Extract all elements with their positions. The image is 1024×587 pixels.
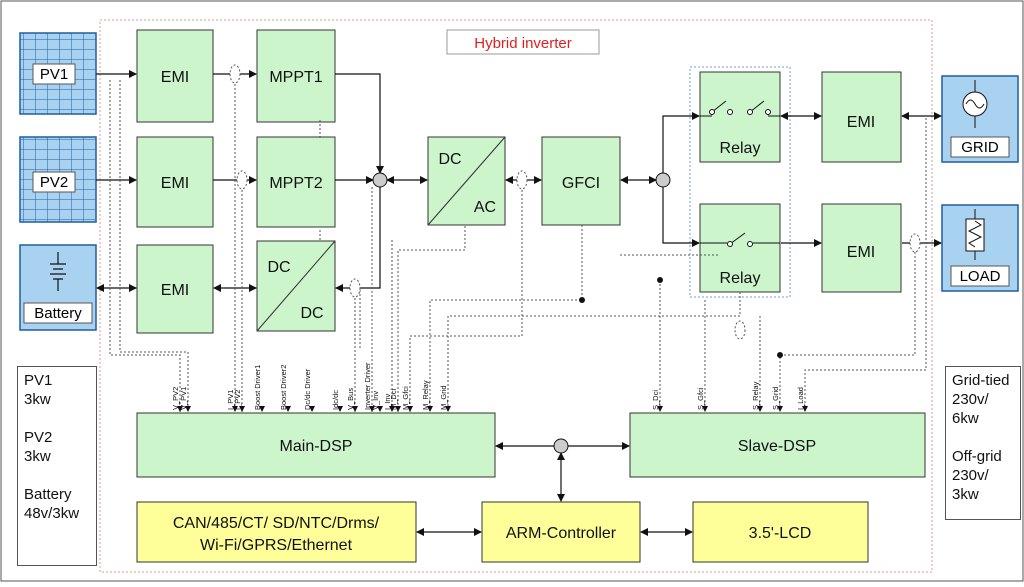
battery-icon — [50, 252, 66, 291]
main-dsp-signal-label: Inverter Driver — [363, 362, 372, 410]
main-dsp-block — [136, 412, 496, 478]
load-source: LOAD — [941, 204, 1019, 292]
slave-dsp-signal-label: I_Load — [796, 387, 805, 410]
dc-bus-junction — [372, 172, 388, 188]
main-dsp-signal-label: I_PV2 — [233, 390, 242, 410]
dcac-top-label: DC — [438, 151, 461, 168]
pv2-panel: PV2 — [19, 136, 97, 223]
emi-grid-label: EMI — [847, 114, 875, 131]
output-spec-box: Grid-tied 230v/ 6kw Off-grid 230v/ 3kw — [945, 366, 1021, 520]
emi-pv1-block — [136, 29, 214, 123]
title-box — [446, 29, 600, 55]
gfci-label: GFCI — [562, 175, 600, 192]
slave-dsp-signal-label: S_Grid — [771, 387, 780, 410]
emi-load-label: EMI — [847, 244, 875, 261]
emi-pv1-label: EMI — [161, 69, 189, 86]
slave-dsp-signal-label: S_Relay — [751, 381, 760, 410]
main-dsp-signal-label: M_Grid — [439, 385, 448, 410]
emi-pv2-label: EMI — [161, 175, 189, 192]
emi-pv2-block — [136, 136, 214, 228]
comm-label-line1: CAN/485/CT/ SD/NTC/Drms/ — [173, 515, 380, 532]
main-dsp-label: Main-DSP — [280, 438, 353, 455]
inverter-boundary — [99, 19, 933, 573]
main-dsp-signal-label: V_PV2 — [171, 387, 180, 410]
input-spec-box: PV1 3kw PV2 3kw Battery 48v/3kw — [17, 366, 97, 566]
arm-controller-block — [481, 501, 641, 563]
slave-dsp-block — [629, 412, 926, 478]
comm-block — [136, 501, 417, 563]
main-dsp-signal-label: I_PV1 — [226, 390, 235, 410]
dcdc-bottom-label: DC — [300, 305, 323, 322]
diagram-title: Hybrid inverter — [474, 35, 572, 52]
grid-source: GRID — [941, 75, 1019, 163]
ac-source-icon — [962, 91, 988, 117]
relay-load-label: Relay — [720, 270, 761, 287]
grid-label: GRID — [961, 139, 999, 156]
main-dsp-signal-label: Boost Driver1 — [253, 365, 262, 410]
relay-grid-switch-icon — [700, 100, 780, 117]
emi-grid-block — [821, 71, 902, 163]
bus-junction — [553, 438, 569, 454]
battery-source: Battery — [19, 244, 97, 331]
lcd-block — [692, 501, 869, 563]
emi-battery-label: EMI — [161, 282, 189, 299]
slave-dsp-signal-label: S_Dci — [651, 390, 660, 410]
arm-controller-label: ARM-Controller — [506, 525, 617, 542]
main-dsp-signal-label: M_Gfci — [401, 386, 410, 410]
relay-load-block — [699, 203, 781, 293]
mppt1-block — [256, 29, 336, 123]
battery-label: Battery — [34, 305, 82, 322]
dcac-bottom-label: AC — [474, 199, 496, 216]
dcdc-top-label: DC — [267, 259, 290, 276]
load-label: LOAD — [960, 268, 1001, 285]
slave-dsp-label: Slave-DSP — [738, 438, 816, 455]
lcd-label: 3.5'-LCD — [749, 525, 812, 542]
pv1-panel: PV1 — [19, 32, 97, 115]
main-dsp-signal-label: V_Inv — [371, 391, 380, 410]
mppt1-label: MPPT1 — [269, 69, 322, 86]
main-dsp-signal-label: Dc/dc Driver — [303, 368, 312, 410]
comm-label-line2: Wi-Fi/GPRS/Ethernet — [200, 537, 353, 554]
slave-dsp-signal-label: S_Gfci — [696, 387, 705, 410]
dcdc-diagonal — [256, 240, 336, 332]
main-dsp-signal-label: M_Relay — [421, 380, 430, 410]
resistor-icon — [965, 218, 985, 252]
dcac-diagonal — [427, 136, 506, 226]
main-dsp-signal-label: Boost Driver2 — [279, 365, 288, 410]
relay-load-switch-icon — [700, 232, 780, 247]
pv2-label: PV2 — [40, 174, 68, 191]
emi-battery-block — [136, 244, 214, 334]
relay-grid-block — [699, 71, 781, 163]
mppt2-block — [256, 136, 336, 228]
main-dsp-signal-label: I_Inv — [383, 393, 392, 410]
mppt2-label: MPPT2 — [269, 175, 322, 192]
main-dsp-signal-label: M_Dci — [389, 388, 398, 410]
gfci-block — [541, 136, 621, 226]
main-dsp-signal-label: V_PV1 — [179, 387, 188, 410]
ac-junction — [655, 172, 671, 188]
main-dsp-signal-label: V_Bus — [346, 388, 355, 410]
relay-grid-label: Relay — [720, 140, 761, 157]
emi-load-block — [821, 203, 902, 293]
pv1-label: PV1 — [40, 66, 68, 83]
main-dsp-signal-label: Idc/dc — [331, 390, 340, 410]
